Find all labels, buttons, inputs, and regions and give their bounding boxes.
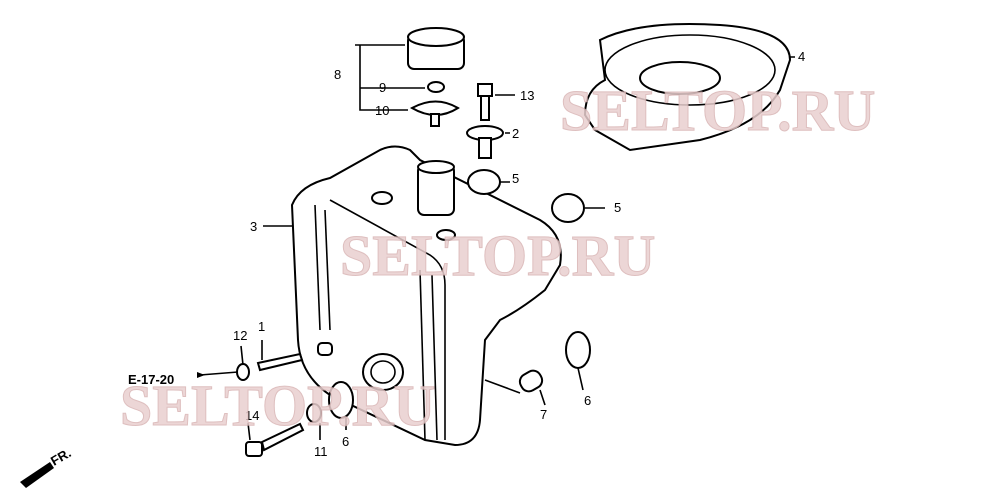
- bolt-and-washer[interactable]: [466, 83, 504, 159]
- callout-5: 5: [512, 171, 519, 186]
- callout-9: 9: [379, 80, 386, 95]
- watermark: SELTOP.RU: [340, 223, 655, 288]
- fuel-tank[interactable]: [290, 145, 562, 447]
- callout-4: 4: [798, 49, 805, 64]
- callout-11: 11: [314, 444, 328, 459]
- callout-1: 1: [258, 319, 265, 334]
- callout-8: 8: [334, 67, 341, 82]
- callout-6: 6: [342, 434, 349, 449]
- callout-2: 2: [512, 126, 519, 141]
- leader-lines: [199, 44, 795, 441]
- bolt-14[interactable]: [245, 403, 322, 457]
- fuel-cap[interactable]: [407, 27, 465, 127]
- callout-3: 3: [250, 219, 257, 234]
- watermark: SELTOP.RU: [120, 373, 435, 438]
- collar[interactable]: [517, 368, 545, 395]
- arrow-left-icon: [197, 372, 205, 378]
- arrow-icon: [20, 462, 54, 488]
- reference-link[interactable]: E-17-20: [128, 372, 174, 387]
- grommets[interactable]: [328, 169, 591, 419]
- callout-7: 7: [540, 407, 547, 422]
- bolt-1[interactable]: [236, 342, 333, 381]
- front-direction-indicator: FR.: [20, 445, 74, 488]
- callout-10: 10: [375, 103, 389, 118]
- callout-12: 12: [233, 328, 247, 343]
- callout-5: 5: [614, 200, 621, 215]
- callout-6: 6: [584, 393, 591, 408]
- watermark: SELTOP.RU: [560, 78, 875, 143]
- callout-14: 14: [245, 408, 259, 423]
- callout-13: 13: [520, 88, 534, 103]
- air-cleaner-cover[interactable]: [583, 23, 792, 152]
